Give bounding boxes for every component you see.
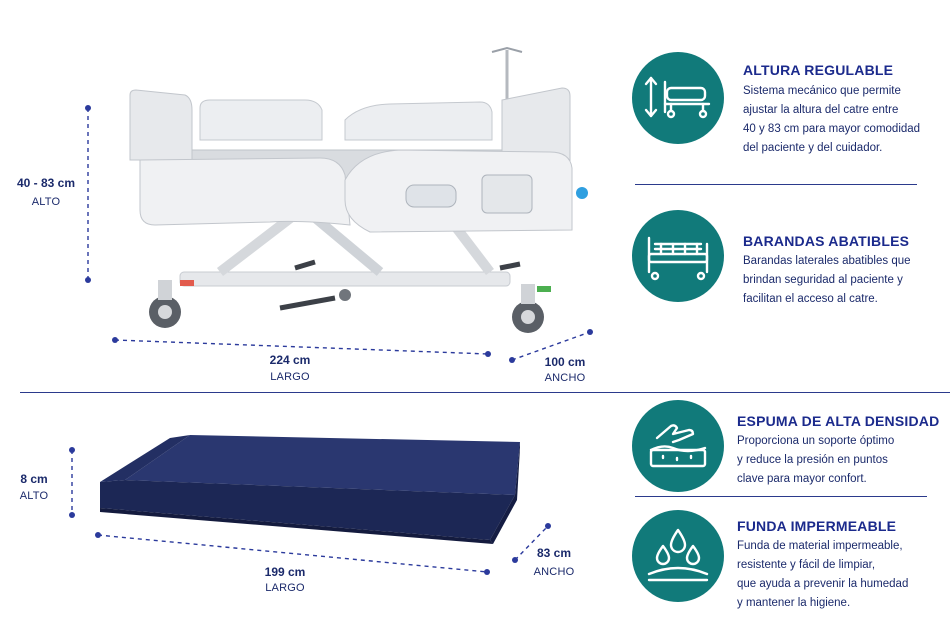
- waterproof-drops-icon: [647, 528, 709, 582]
- feature-description: Barandas laterales abatibles que brindan…: [743, 252, 943, 309]
- feature-icon-circle: [632, 510, 724, 602]
- feature-desc-line: y mantener la higiene.: [737, 597, 851, 609]
- feature-desc-line: y reduce la presión en puntos: [737, 454, 888, 466]
- feature-desc-line: 40 y 83 cm para mayor comodidad: [743, 123, 921, 135]
- foam-press-icon: [649, 424, 707, 468]
- feature-icon-circle: [632, 52, 724, 144]
- feature-icon-circle: [632, 400, 724, 492]
- mattress-width-value: 83 cm: [536, 546, 572, 560]
- feature-desc-line: resistente y fácil de limpiar,: [737, 559, 876, 571]
- dimension-lines: [69, 105, 593, 575]
- feature-title: BARANDAS ABATIBLES: [743, 233, 910, 249]
- side-rails-bed-icon: [647, 236, 709, 281]
- feature-desc-line: Proporciona un soporte óptimo: [737, 435, 895, 447]
- mattress-height-value: 8 cm: [20, 472, 48, 486]
- mattress-image: [100, 435, 520, 544]
- bed-width-label: ANCHO: [544, 372, 586, 384]
- bed-height-value: 40 - 83 cm: [16, 176, 76, 190]
- bed-height-label: ALTO: [31, 196, 61, 208]
- feature-divider: [635, 496, 927, 497]
- feature-desc-line: del paciente y del cuidador.: [743, 142, 883, 154]
- feature-desc-line: facilitan el acceso al catre.: [743, 293, 878, 305]
- feature-icon-circle: [632, 210, 724, 302]
- mattress-height-label: ALTO: [19, 490, 49, 502]
- feature-desc-line: Funda de material impermeable,: [737, 540, 903, 552]
- bed-width-value: 100 cm: [544, 355, 586, 369]
- feature-title: ESPUMA DE ALTA DENSIDAD: [737, 413, 940, 429]
- feature-title: FUNDA IMPERMEABLE: [737, 518, 897, 534]
- mattress-length-value: 199 cm: [264, 565, 306, 579]
- feature-desc-line: Barandas laterales abatibles que: [743, 255, 911, 267]
- mattress-width-label: ANCHO: [533, 566, 575, 578]
- feature-description: Funda de material impermeable, resistent…: [737, 537, 942, 613]
- feature-desc-line: clave para mayor confort.: [737, 473, 867, 485]
- adjustable-height-bed-icon: [644, 76, 711, 119]
- feature-desc-line: que ayuda a prevenir la humedad: [737, 578, 909, 590]
- mattress-length-label: LARGO: [265, 582, 305, 594]
- feature-description: Proporciona un soporte óptimo y reduce l…: [737, 432, 942, 489]
- bed-length-label: LARGO: [270, 371, 310, 383]
- section-divider: [20, 392, 950, 393]
- hospital-bed-image: [129, 46, 588, 333]
- bed-length-value: 224 cm: [269, 353, 311, 367]
- feature-desc-line: brindan seguridad al paciente y: [743, 274, 903, 286]
- feature-divider: [635, 184, 917, 185]
- feature-desc-line: Sistema mecánico que permite: [743, 85, 901, 97]
- feature-desc-line: ajustar la altura del catre entre: [743, 104, 899, 116]
- feature-description: Sistema mecánico que permite ajustar la …: [743, 82, 943, 158]
- feature-title: ALTURA REGULABLE: [743, 62, 894, 78]
